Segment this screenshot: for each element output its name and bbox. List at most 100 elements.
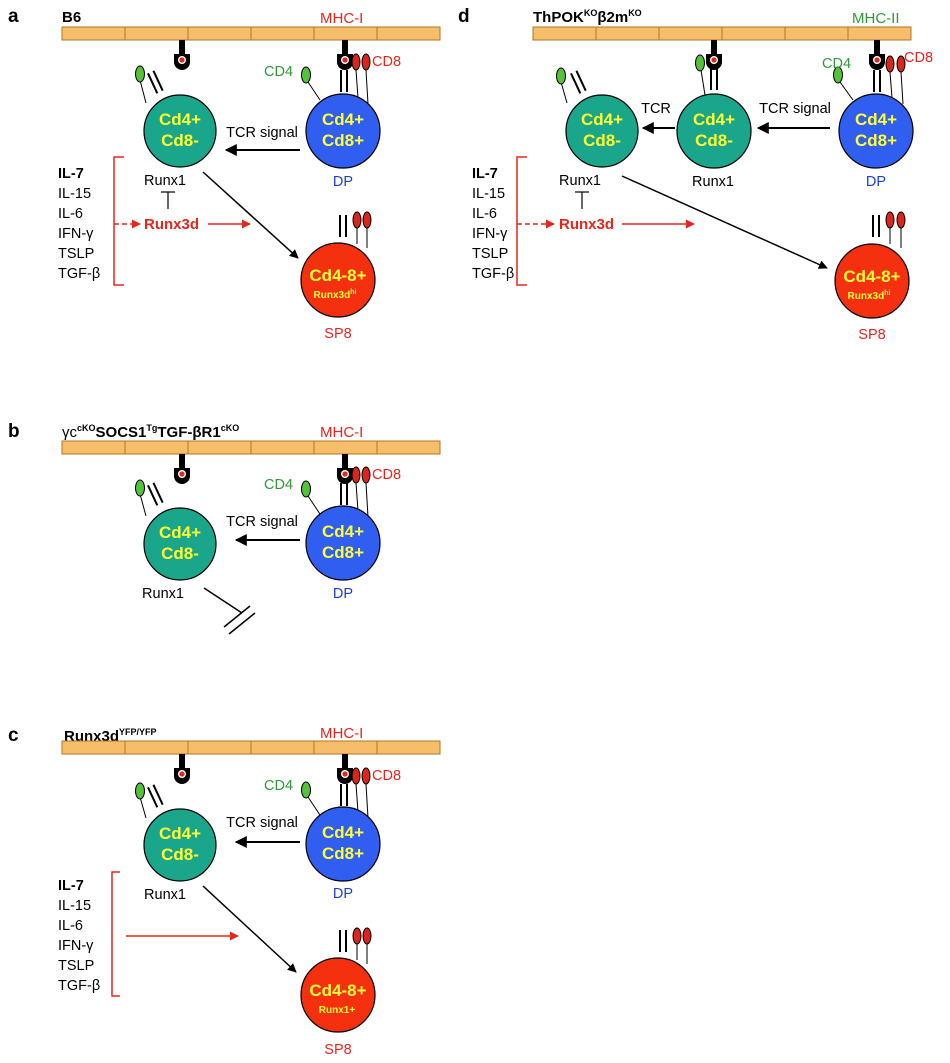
cytokine-bracket [111,871,120,997]
tcr-icon [146,783,164,809]
cytokine-label: TGF-β [58,978,100,994]
cytokine-label: IL-7 [472,166,498,182]
panel-d: d ThPOKKOβ2mKO MHC-II Cd4+ Cd8- Cd4+ Cd8… [458,6,933,343]
cd4-coreceptor-icon [695,54,705,72]
cd8-coreceptor-icon [362,211,372,229]
dp-label: DP [333,586,353,602]
lineage-arrow [621,175,828,269]
dp-label: DP [866,174,886,190]
mhc-molecule-icon [337,754,353,784]
cd8-coreceptor-icon [361,767,371,785]
mhc-label: MHC-I [320,725,363,742]
lineage-arrow [202,885,297,973]
sp8-cell [834,243,910,319]
tcr-signal-label: TCR signal [759,101,831,117]
runx1-label: Runx1 [144,887,186,903]
sp8-cell [300,242,376,318]
dp-label: DP [333,886,353,902]
cd4-label: CD4 [264,64,293,80]
cd8-coreceptor-icon [361,53,371,71]
cytokine-bracket [113,156,124,286]
cell-sublabel: Runx3dhi [314,289,357,301]
mhc-label: MHC-II [852,10,900,27]
cd4-coreceptor-icon [301,66,311,84]
cd4-coreceptor-icon [135,65,145,83]
cd4-stalk [307,81,321,101]
cd8-label: CD8 [372,54,401,70]
cd4-coreceptor-icon [301,480,311,498]
cytokine-label: IL-6 [58,206,83,222]
panel-letter-c: c [8,725,19,746]
panel-b-title: γccKOSOCS1TgTGF-βR1cKO [62,423,239,441]
cd8-coreceptor-icon [362,927,372,945]
tcr-icon [569,69,587,95]
tcr-icon [340,482,348,506]
blocked-path-line [203,587,243,614]
cd8-coreceptor-icon [885,211,895,229]
cell-membrane [532,26,912,41]
mhc-molecule-icon [174,454,190,484]
cd4-coreceptor-icon [301,781,311,799]
cell-label: Cd4+ [159,824,201,843]
dp-cell [305,93,381,169]
cell-label: Cd4+ [322,110,364,129]
cytokine-label: IL-6 [58,918,83,934]
dp-cell [305,505,381,581]
cell-label: Cd4+ [159,523,201,542]
cell-label: Cd4-8+ [309,266,366,285]
cd4sp-cell [143,808,217,882]
tcr-icon [339,214,347,238]
panel-a-title: B6 [62,9,81,26]
cytokine-label: IL-15 [472,186,505,202]
cytokine-label: TSLP [58,958,94,974]
cd8-label: CD8 [372,467,401,483]
panel-letter-d: d [458,6,470,27]
cell-sublabel: Runx3dhi [848,290,891,302]
tcr-signal-label: TCR signal [226,514,298,530]
mhc-molecule-icon [174,40,190,70]
cd8-coreceptor-icon [352,211,362,229]
cell-label: Cd4-8+ [843,267,900,286]
panel-letter-a: a [8,6,19,27]
cytokine-label: TSLP [472,246,508,262]
block-bar [228,612,256,635]
cytokine-label: IL-6 [472,206,497,222]
tcr-icon [873,69,881,93]
cd4-coreceptor-icon [135,782,145,800]
cell-label: Cd4+ [159,110,201,129]
panel-b: b γccKOSOCS1TgTGF-βR1cKO MHC-I Cd4+ Cd8-… [8,421,441,635]
panel-c: c Runx3dYFP/YFP MHC-I Cd4+ Cd8- CD4 CD8 … [8,725,441,1058]
cell-label: Cd8- [695,131,733,150]
cd8-coreceptor-icon [361,466,371,484]
tcr-label: TCR [641,101,671,117]
cytokine-label: IFN-γ [58,226,94,242]
cell-label: Cd8- [583,131,621,150]
cytokine-label: IL-7 [58,878,84,894]
cd4sp-cell [676,93,752,169]
cd4-coreceptor-icon [556,67,566,85]
cd4-stalk [139,79,147,104]
sp8-label: SP8 [858,327,885,343]
cd4-coreceptor-icon [833,66,843,84]
cell-membrane [61,440,441,455]
cd8-coreceptor-icon [896,211,906,229]
tcr-icon [340,783,348,807]
cytokine-label: IFN-γ [472,226,508,242]
cell-label: Cd4+ [322,823,364,842]
block-bar [223,605,251,628]
cell-label: Cd4+ [581,110,623,129]
cd4sp-cell [143,507,217,581]
cd8-label: CD8 [904,50,933,66]
cytokine-label: TSLP [58,246,94,262]
runx1-label: Runx1 [692,174,734,190]
cell-label: Cd8+ [855,131,897,150]
cell-label: Cd4+ [693,110,735,129]
cell-label: Cd4+ [855,110,897,129]
cd8-coreceptor-icon [351,466,361,484]
tcr-signal-label: TCR signal [226,125,298,141]
cytokine-label: IL-15 [58,186,91,202]
cell-membrane [61,26,441,41]
cd8-coreceptor-icon [351,767,361,785]
sp8-label: SP8 [324,1042,351,1058]
